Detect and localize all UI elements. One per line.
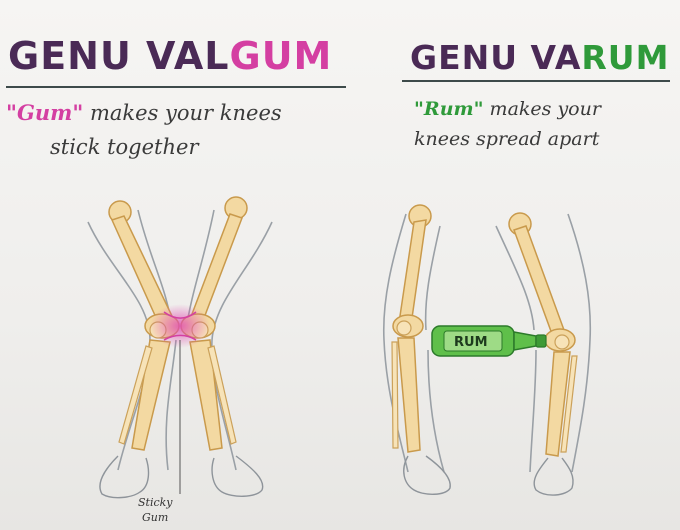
genu-valgum-caption-line2: stick together <box>50 135 199 159</box>
genu-varum-underline <box>402 80 670 82</box>
genu-varum-caption-rest: makes your <box>483 98 601 120</box>
bowleg-left-tibia-bone <box>391 337 421 453</box>
right-leg-outline <box>211 221 273 471</box>
bowleg-left-patella <box>396 320 412 336</box>
bowleg-right-femur-bone <box>508 212 576 352</box>
bowleg-right-patella <box>554 334 570 350</box>
rum-bottle-label: RUM <box>454 335 488 350</box>
bowleg-right-foot <box>533 457 574 496</box>
genu-varum-title-part1: GENU VA <box>410 38 582 77</box>
left-tibia-bone <box>118 339 171 451</box>
right-foot <box>211 455 264 497</box>
bowleg-right-tibia-bone <box>545 351 578 457</box>
genu-valgum-caption: "Gum" makes your knees stick together <box>6 96 282 164</box>
rum-bottle: RUM <box>431 325 547 357</box>
genu-valgum-legs: Sticky Gum <box>87 196 273 524</box>
genu-varum-caption-line2: knees spread apart <box>414 128 600 150</box>
gum-keyword: "Gum" <box>6 100 84 125</box>
genu-varum-caption: "Rum" makes your knees spread apart <box>414 94 601 154</box>
genu-varum-title: GENU VARUM <box>410 38 669 77</box>
left-foot <box>99 455 150 499</box>
genu-valgum-caption-rest: makes your knees <box>83 101 282 125</box>
genu-varum-caption-line1: "Rum" makes your <box>414 94 601 124</box>
genu-valgum-title-highlight: GUM <box>229 34 333 78</box>
genu-varum-legs: RUM <box>382 204 592 496</box>
genu-valgum-caption-line1: "Gum" makes your knees <box>6 96 282 130</box>
bowleg-left-foot <box>403 455 451 495</box>
right-tibia-bone <box>189 339 237 451</box>
genu-valgum-underline <box>6 86 346 88</box>
sticky-gum-label-line2: Gum <box>142 511 168 524</box>
genu-varum-title-highlight: RUM <box>581 38 670 77</box>
genu-valgum-title: GENU VALGUM <box>8 34 332 78</box>
rum-keyword: "Rum" <box>414 98 484 120</box>
sticky-gum-label-line1: Sticky <box>138 496 173 509</box>
genu-valgum-title-part1: GENU VAL <box>8 34 230 78</box>
sticky-gum-glow <box>150 304 210 348</box>
